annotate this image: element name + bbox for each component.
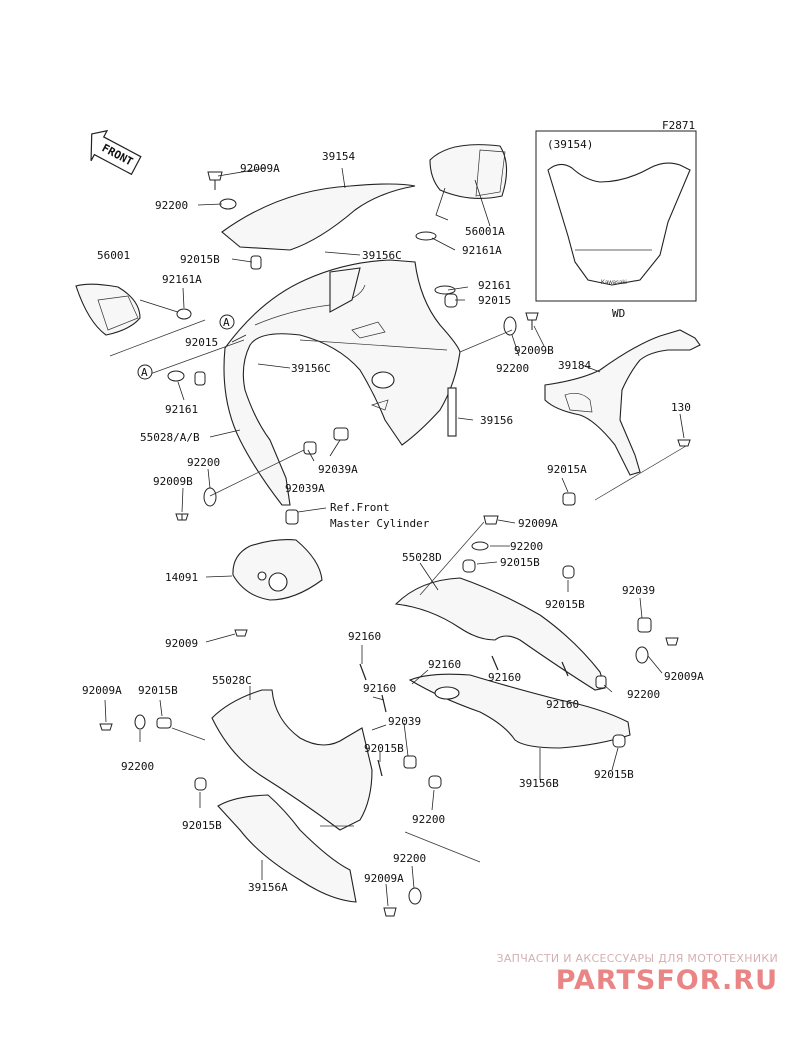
part-label: 130: [671, 401, 691, 414]
lower-cowl-left-inner-part: [217, 794, 357, 903]
windshield-box-label: (39154): [547, 138, 593, 151]
part-label: 92160: [546, 698, 579, 711]
part-label: 92200: [510, 540, 543, 553]
part-label: 92039A: [318, 463, 358, 476]
front-arrow-icon: FRONT: [90, 129, 142, 176]
part-label: 92015: [478, 294, 511, 307]
watermark-tagline: ЗАПЧАСТИ И АКСЕССУАРЫ ДЛЯ МОТОТЕХНИКИ: [496, 952, 778, 965]
part-label: 92009B: [153, 475, 193, 488]
part-label: 92200: [155, 199, 188, 212]
windshield-outline: [547, 162, 691, 286]
hardware-clips: [359, 655, 569, 777]
windshield-detail-box: (39154) Kawasaki WD: [535, 130, 697, 320]
front-bracket-part: [544, 329, 701, 476]
part-label: 92015B: [500, 556, 540, 569]
part-label: 39156C: [291, 362, 331, 375]
part-label: 92200: [412, 813, 445, 826]
hardware-screws: [99, 171, 691, 917]
part-label: 14091: [165, 571, 198, 584]
svg-text:A: A: [223, 316, 230, 329]
part-label: 92200: [496, 362, 529, 375]
svg-text:A: A: [141, 366, 148, 379]
part-label: 92015B: [594, 768, 634, 781]
part-label: 92161A: [462, 244, 502, 257]
part-label: 55028C: [212, 674, 252, 687]
part-label: 92009B: [514, 344, 554, 357]
part-label: 39156C: [362, 249, 402, 262]
part-label: 92039A: [285, 482, 325, 495]
part-label: 55028D: [402, 551, 442, 564]
part-label: 92009A: [240, 162, 280, 175]
reference-marker-a: A: [137, 364, 153, 380]
part-label: 92015B: [182, 819, 222, 832]
part-label: 92200: [121, 760, 154, 773]
part-label: 92009A: [664, 670, 704, 683]
windshield-caption: WD: [612, 307, 625, 320]
part-label: 92161A: [162, 273, 202, 286]
part-label: 92015: [185, 336, 218, 349]
watermark: ЗАПЧАСТИ И АКСЕССУАРЫ ДЛЯ МОТОТЕХНИКИ PA…: [496, 952, 778, 996]
part-label: 39156A: [248, 881, 288, 894]
ref-note-line1: Ref.Front: [330, 501, 390, 514]
figure-id: F2871: [662, 119, 695, 132]
windshield-brand: Kawasaki: [601, 280, 627, 286]
right-mirror-part: [429, 144, 508, 221]
trim-strip-part: [447, 387, 457, 437]
part-label: 92039: [388, 715, 421, 728]
part-label: 92015B: [364, 742, 404, 755]
part-label: 39156: [480, 414, 513, 427]
part-label: 92015A: [547, 463, 587, 476]
meter-cover-part: [232, 539, 323, 601]
part-label: 92009A: [518, 517, 558, 530]
part-label: 92015B: [180, 253, 220, 266]
part-label: 39156B: [519, 777, 559, 790]
part-label: 39154: [322, 150, 355, 163]
part-label: 92009A: [364, 872, 404, 885]
part-label: 56001A: [465, 225, 505, 238]
part-label: 92160: [363, 682, 396, 695]
part-label: 56001: [97, 249, 130, 262]
left-mirror-part: [75, 283, 185, 336]
windshield-part: [221, 183, 416, 251]
upper-cowl-part: [223, 259, 461, 506]
part-label: 39184: [558, 359, 591, 372]
part-label: 92015B: [545, 598, 585, 611]
lower-cowl-right-part: [394, 577, 606, 691]
inner-cover-part: [329, 267, 361, 313]
part-label: 92039: [622, 584, 655, 597]
assembly-lines: [109, 319, 687, 863]
part-label: 55028/A/B: [140, 431, 200, 444]
watermark-logo: PARTSFOR.RU: [555, 965, 778, 996]
part-label: 92200: [393, 852, 426, 865]
part-label: 92200: [187, 456, 220, 469]
ref-note-line2: Master Cylinder: [330, 517, 430, 530]
part-label: 92161: [165, 403, 198, 416]
part-label: 92200: [627, 688, 660, 701]
lower-cowl-right-inner-part: [408, 673, 631, 749]
lower-cowl-left-part: [211, 689, 373, 831]
part-label: 92015B: [138, 684, 178, 697]
part-label: 92160: [428, 658, 461, 671]
part-label: 92009: [165, 637, 198, 650]
part-label: 92161: [478, 279, 511, 292]
leader-lines: [104, 167, 685, 907]
part-label: 92160: [488, 671, 521, 684]
part-label: 92009A: [82, 684, 122, 697]
part-label: 92160: [348, 630, 381, 643]
part-number-labels: 92009A 39154 92200 56001A 92161A 39156C …: [82, 150, 704, 894]
reference-marker-a: A: [219, 314, 235, 330]
